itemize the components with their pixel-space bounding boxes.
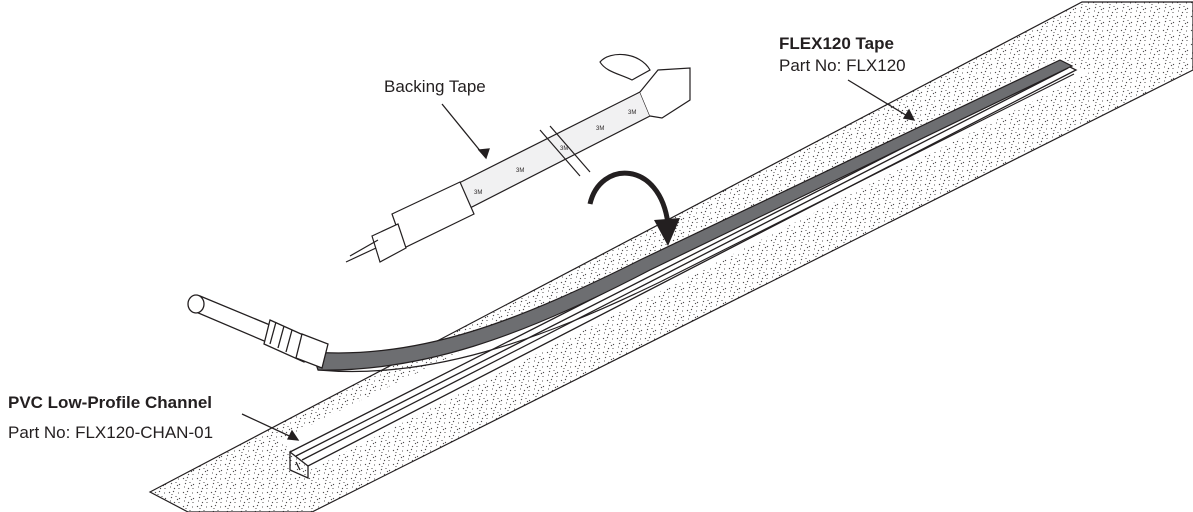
flex-tape-strip: [311, 59, 1074, 371]
channel-title: PVC Low-Profile Channel: [8, 393, 213, 412]
tape-markings: 3M 3M 3M 3M 3M: [474, 110, 636, 196]
tape-end-connector: [187, 294, 329, 369]
tape-marking: 3M: [516, 168, 524, 174]
tape-marking: 3M: [596, 126, 604, 132]
flex-tape-part: Part No: FLX120: [779, 56, 906, 75]
backing-tape-strip: [345, 53, 691, 263]
tape-marking: 3M: [560, 146, 568, 152]
install-arrow-icon: [587, 170, 680, 246]
flex-tape-edge: [317, 73, 1075, 373]
flex-tape-title: FLEX120 Tape: [779, 34, 894, 53]
backing-tape-label: Backing Tape: [384, 77, 486, 96]
tape-marking: 3M: [474, 190, 482, 196]
tape-marking: 3M: [628, 110, 636, 116]
channel-part: Part No: FLX120-CHAN-01: [8, 423, 214, 442]
leader-lines: [241, 79, 916, 441]
